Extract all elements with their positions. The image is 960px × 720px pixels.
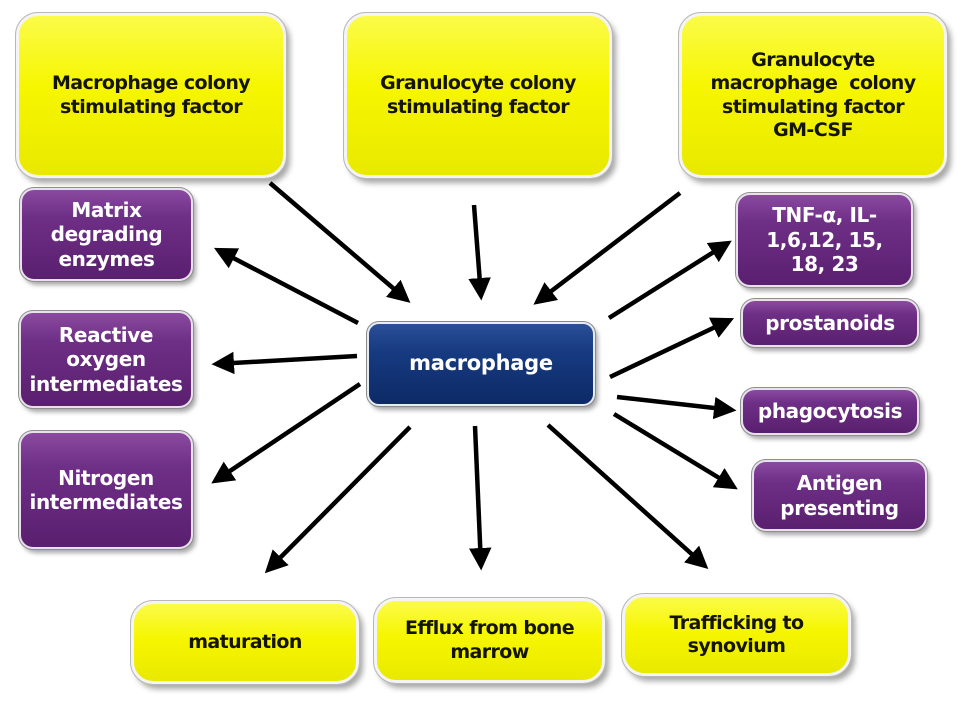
- macrophage-box: macrophage: [366, 321, 596, 407]
- arrow-to-phagocytosis: [616, 394, 737, 420]
- cytokines-label: TNF-α, IL-1,6,12, 15, 18, 23: [766, 203, 883, 277]
- arrow-gcsf-to-macrophage: [468, 204, 491, 301]
- gmcsf-box: Granulocyte macrophage colony stimulatin…: [678, 12, 948, 179]
- arrow-to-prostanoids: [609, 317, 735, 380]
- trafficking-label: Trafficking to synovium: [669, 611, 805, 657]
- nitrogen-box: Nitrogen intermediates: [18, 430, 194, 550]
- trafficking-box: Trafficking to synovium: [621, 593, 852, 677]
- arrow-to-maturation: [264, 425, 412, 574]
- arrow-to-nitrogen: [211, 382, 362, 484]
- arrow-to-cytokines: [607, 240, 732, 320]
- arrow-to-trafficking: [546, 423, 709, 570]
- reactive-oxygen-box: Reactive oxygen intermediates: [18, 310, 194, 409]
- gcsf-box: Granulocyte colony stimulating factor: [343, 12, 613, 179]
- gmcsf-label-line3: stimulating factor: [722, 95, 905, 118]
- efflux-label: Efflux from bone marrow: [405, 617, 575, 663]
- mcsf-label: Macrophage colony stimulating factor: [51, 72, 251, 118]
- phagocytosis-label: phagocytosis: [757, 399, 903, 424]
- matrix-enzymes-box: Matrix degrading enzymes: [19, 187, 194, 282]
- prostanoids-label: prostanoids: [765, 310, 895, 335]
- arrow-to-matrix-enzymes: [214, 247, 360, 325]
- gmcsf-label-line4: GM-CSF: [773, 118, 853, 141]
- efflux-box: Efflux from bone marrow: [373, 597, 606, 684]
- gmcsf-label-line1: Granulocyte: [751, 49, 875, 72]
- antigen-presenting-box: Antigen presenting: [751, 459, 928, 532]
- antigen-presenting-label: Antigen presenting: [780, 471, 899, 520]
- macrophage-label: macrophage: [409, 351, 553, 376]
- matrix-enzymes-label: Matrix degrading enzymes: [50, 197, 163, 271]
- arrow-to-reactive-oxygen: [211, 351, 358, 375]
- reactive-oxygen-label: Reactive oxygen intermediates: [29, 322, 183, 396]
- prostanoids-box: prostanoids: [740, 298, 920, 348]
- arrow-to-antigen: [612, 412, 738, 490]
- phagocytosis-box: phagocytosis: [740, 387, 920, 436]
- mcsf-box: Macrophage colony stimulating factor: [15, 12, 287, 179]
- gmcsf-label-line2: macrophage colony: [710, 72, 917, 95]
- maturation-box: maturation: [130, 600, 360, 685]
- arrow-to-efflux: [468, 425, 492, 571]
- nitrogen-label: Nitrogen intermediates: [29, 465, 183, 514]
- arrow-gmcsf-to-macrophage: [533, 191, 682, 305]
- gcsf-label: Granulocyte colony stimulating factor: [380, 72, 576, 118]
- arrow-mcsf-to-macrophage: [268, 181, 411, 303]
- maturation-label: maturation: [188, 630, 302, 653]
- cytokines-box: TNF-α, IL-1,6,12, 15, 18, 23: [735, 192, 914, 288]
